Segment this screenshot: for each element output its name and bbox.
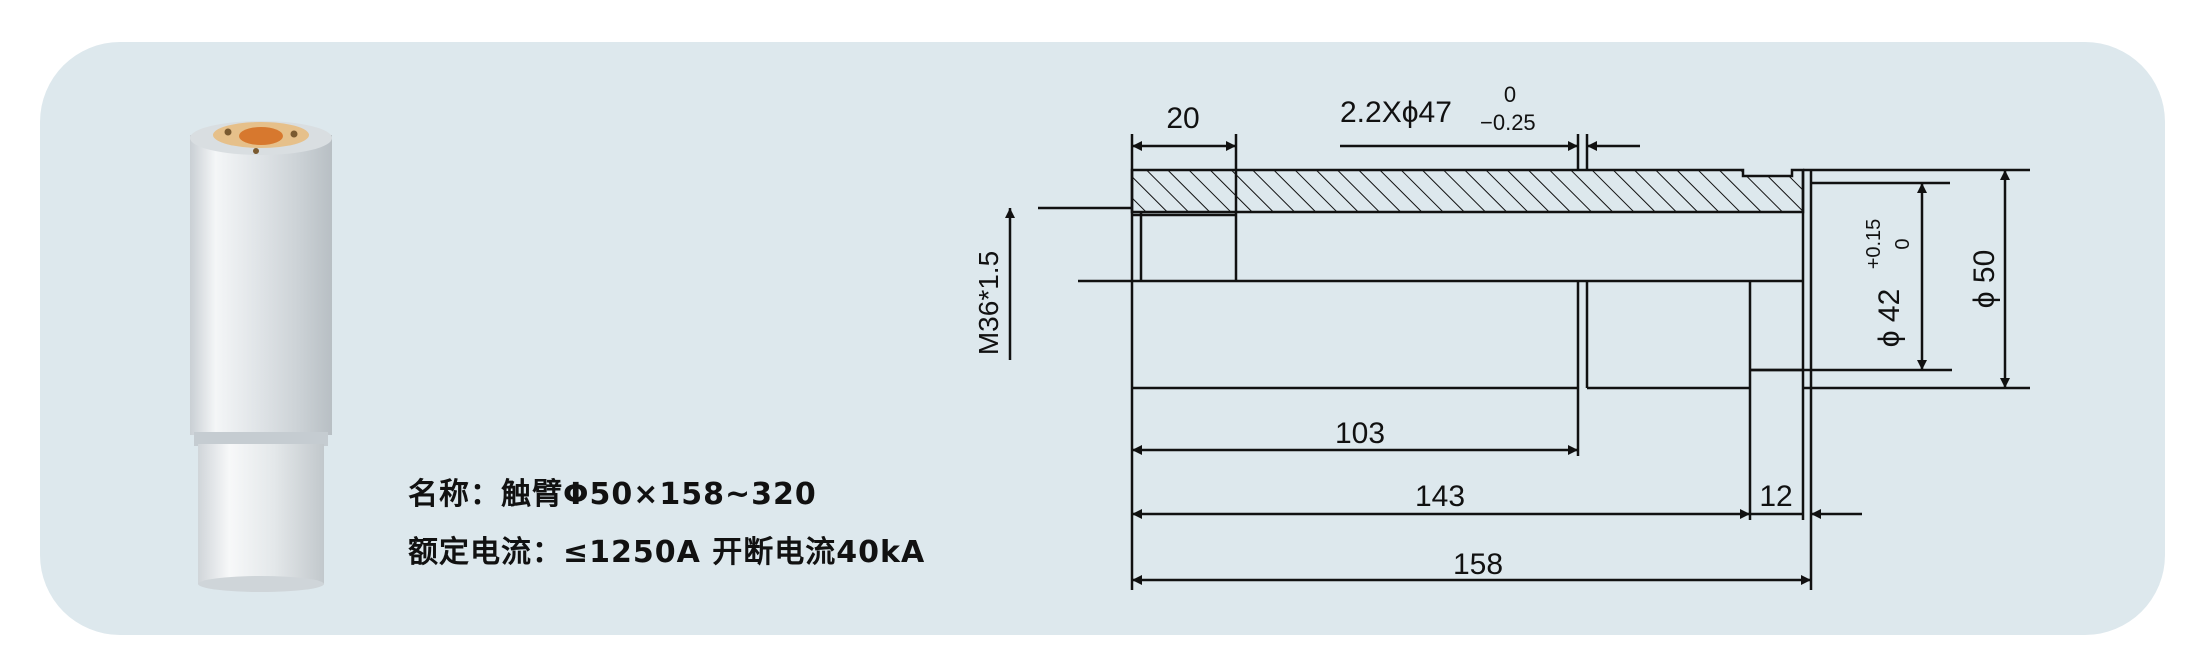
- label-bore-tol-lower: 0: [1892, 238, 1914, 249]
- label-outer: ϕ 50: [1968, 250, 2001, 309]
- label-bore-tol-upper: +0.15: [1863, 219, 1885, 270]
- label-158: 158: [1453, 548, 1503, 581]
- label-groove-tol-lower: −0.25: [1480, 110, 1536, 135]
- label-143: 143: [1415, 480, 1465, 513]
- product-name: 名称：触臂Φ50×158~320: [408, 477, 817, 512]
- label-20: 20: [1166, 102, 1199, 135]
- label-groove: 2.2Xϕ47: [1340, 96, 1452, 129]
- hatched-wall: [1130, 168, 1805, 214]
- label-bore: ϕ 42: [1873, 289, 1906, 348]
- product-rating: 额定电流：≤1250A 开断电流40kA: [408, 535, 926, 570]
- label-groove-tol-upper: 0: [1504, 82, 1516, 107]
- label-thread: M36*1.5: [973, 251, 1004, 355]
- label-103: 103: [1335, 417, 1385, 450]
- label-12: 12: [1759, 480, 1792, 513]
